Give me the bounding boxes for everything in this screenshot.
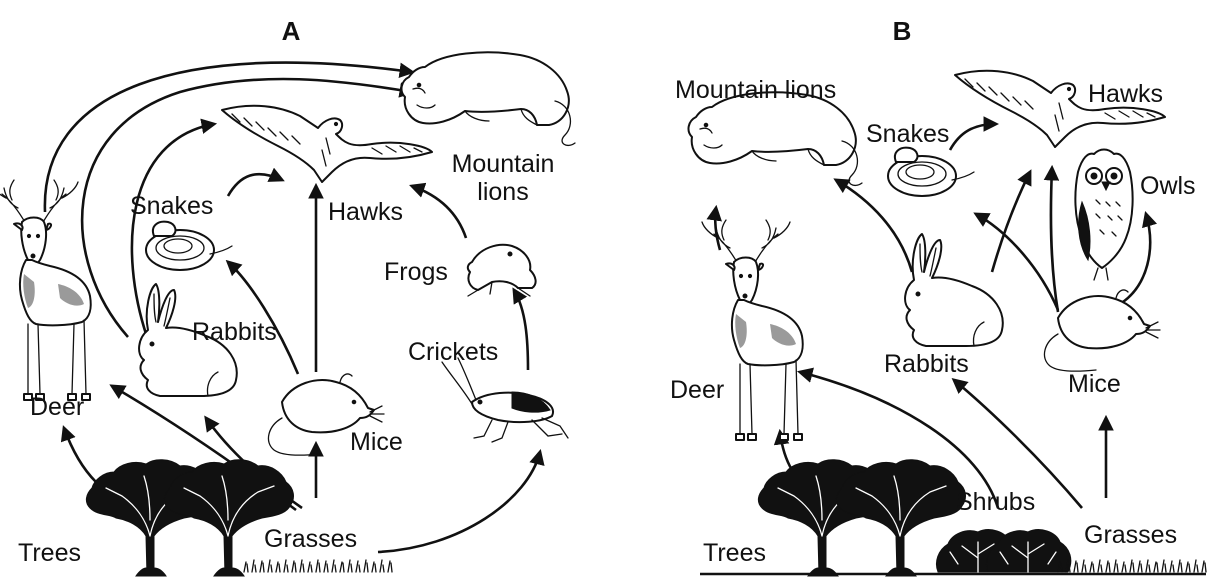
label-mountain-lions: Mountain lions [675, 76, 836, 104]
label-mountain-lions-line1: Mountain [452, 150, 555, 178]
label-deer: Deer [670, 376, 724, 404]
hawk-icon [222, 106, 432, 182]
label-mountain-lions-line2: lions [477, 178, 528, 206]
label-trees: Trees [18, 539, 81, 567]
arrow-frogs-to-hawks [412, 186, 466, 238]
deer-icon [0, 180, 91, 400]
arrow-snakes-to-hawks [950, 124, 996, 150]
panel-b: B Mountain lions [670, 16, 1206, 576]
owl-icon [1075, 150, 1132, 281]
arrow-rabbits-to-lions [836, 180, 912, 272]
rabbit-icon [905, 234, 1003, 346]
label-mice: Mice [1068, 370, 1121, 398]
grass-icon [1058, 560, 1206, 572]
grass-icon [244, 560, 392, 572]
label-snakes: Snakes [130, 192, 213, 220]
label-deer: Deer [30, 393, 84, 421]
arrow-mice-to-hawks [1051, 168, 1058, 312]
label-hawks: Hawks [328, 198, 403, 226]
arrow-snakes-to-hawks [228, 174, 282, 196]
panel-a-title: A [282, 16, 301, 46]
label-mice: Mice [350, 428, 403, 456]
label-rabbits: Rabbits [192, 318, 277, 346]
label-trees: Trees [703, 539, 766, 567]
mouse-icon [1044, 290, 1160, 371]
label-grasses: Grasses [264, 525, 357, 553]
label-rabbits: Rabbits [884, 350, 969, 378]
snake-icon [888, 148, 974, 196]
label-owls: Owls [1140, 172, 1196, 200]
arrow-trees-to-deer [64, 428, 96, 482]
arrow-grasses-to-crickets [378, 452, 540, 552]
mountain-lion-icon [402, 52, 575, 145]
label-snakes: Snakes [866, 120, 949, 148]
panel-a: A Mountain lions [0, 16, 575, 576]
arrow-crickets-to-frogs [514, 290, 528, 370]
label-shrubs: Shrubs [956, 488, 1035, 516]
label-grasses: Grasses [1084, 521, 1177, 549]
label-crickets: Crickets [408, 338, 498, 366]
cricket-icon [442, 358, 568, 442]
snake-icon [146, 222, 232, 270]
panel-b-title: B [893, 16, 912, 46]
label-hawks: Hawks [1088, 80, 1163, 108]
frog-icon [468, 245, 536, 296]
mountain-lion-icon [689, 92, 862, 185]
label-frogs: Frogs [384, 258, 448, 286]
deer-icon [702, 220, 803, 440]
